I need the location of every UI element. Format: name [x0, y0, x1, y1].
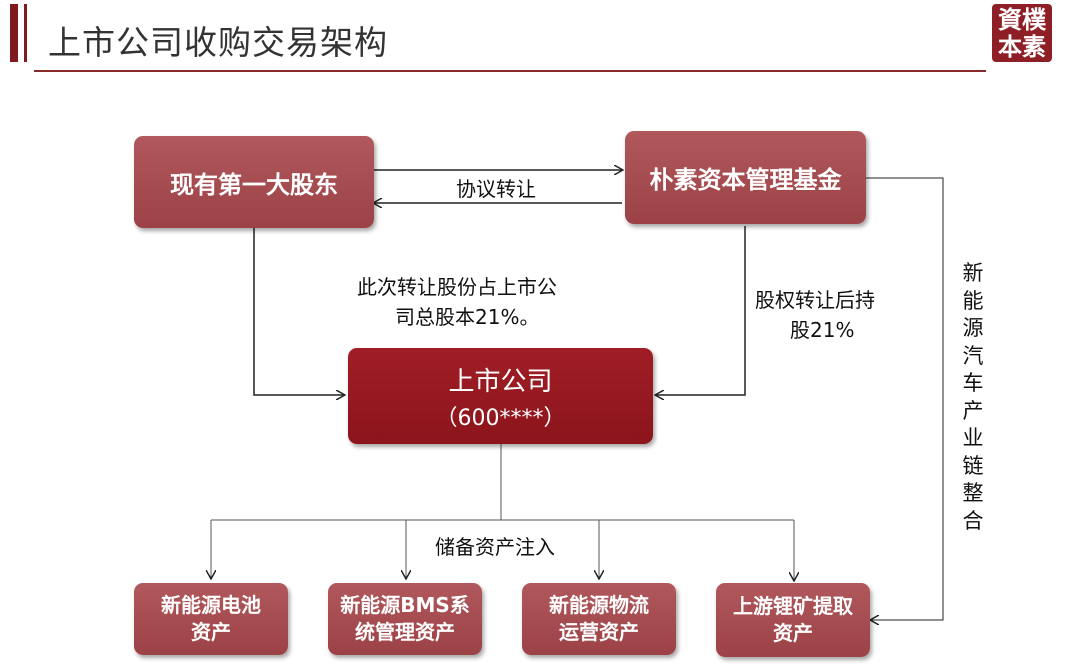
asset-bms-line1: 新能源BMS系 [340, 593, 470, 617]
header-accent-bar-thin [24, 4, 27, 62]
page-title: 上市公司收购交易架构 [48, 23, 388, 62]
label-right-note-1: 股权转让后持 [755, 288, 875, 312]
node-listed-company: 上市公司 （600****） [348, 348, 653, 444]
label-right-note-2: 股21% [790, 318, 855, 342]
node-fund: 朴素资本管理基金 [625, 131, 866, 224]
asset-lithium: 上游锂矿提取 资产 [716, 583, 870, 657]
asset-lithium-line2: 资产 [773, 621, 813, 645]
logo-line2: 本素 [998, 32, 1046, 61]
node-fund-label: 朴素资本管理基金 [649, 166, 842, 194]
asset-battery: 新能源电池 资产 [134, 583, 288, 655]
asset-battery-line1: 新能源电池 [161, 593, 261, 617]
asset-logistics: 新能源物流 运营资产 [522, 583, 676, 655]
asset-logistics-line1: 新能源物流 [549, 593, 649, 617]
label-left-note-1: 此次转让股份占上市公 [357, 275, 557, 299]
asset-battery-line2: 资产 [191, 620, 231, 644]
asset-bms-line2: 统管理资产 [355, 620, 455, 644]
node-listed-company-label: 上市公司 [448, 366, 553, 397]
arrow-fund-to-lithium [866, 177, 944, 620]
label-left-note-2: 司总股本21%。 [395, 305, 540, 329]
asset-lithium-line1: 上游锂矿提取 [733, 594, 853, 618]
node-shareholder: 现有第一大股东 [134, 136, 374, 228]
logo-line1: 資樸 [998, 5, 1046, 34]
title-divider [34, 70, 986, 72]
arrow-fund-to-company [656, 226, 746, 395]
brand-logo: 資樸 本素 [992, 4, 1052, 62]
asset-bms: 新能源BMS系 统管理资产 [328, 583, 482, 655]
asset-logistics-line2: 运营资产 [559, 620, 639, 644]
node-listed-company-code: （600****） [435, 405, 566, 431]
arrow-shareholder-to-company [253, 228, 344, 395]
label-agreement-transfer: 协议转让 [456, 177, 536, 201]
node-shareholder-label: 现有第一大股东 [170, 170, 338, 199]
label-asset-injection: 储备资产注入 [432, 532, 558, 562]
label-vertical-integration: 新能源汽车产业链整合 [962, 261, 984, 533]
header-accent-bar [10, 4, 18, 62]
